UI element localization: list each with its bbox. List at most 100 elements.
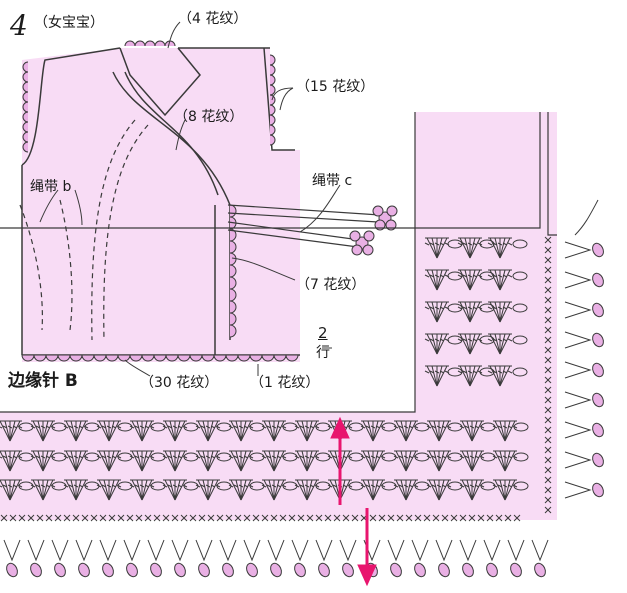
picot-stem bbox=[99, 539, 117, 562]
stitch-fan bbox=[424, 365, 450, 387]
stitch-fan bbox=[393, 420, 419, 442]
stitch-fan bbox=[195, 450, 221, 472]
label-rows-unit: 行 bbox=[316, 345, 330, 361]
single-crochet-x bbox=[450, 514, 458, 522]
tie-c bbox=[227, 204, 381, 248]
stitch-fan bbox=[96, 450, 122, 472]
stitch-fan bbox=[360, 479, 386, 501]
single-crochet-x bbox=[544, 416, 552, 424]
stitch-symbols bbox=[0, 236, 604, 578]
picot-leaf bbox=[390, 562, 402, 578]
single-crochet-x bbox=[234, 514, 242, 522]
label-corner-pattern: （1 花纹） bbox=[250, 375, 320, 391]
picot-leaf bbox=[342, 562, 354, 578]
stitch-fan bbox=[195, 420, 221, 442]
picot-leaf bbox=[592, 452, 604, 468]
stitch-fan bbox=[228, 479, 254, 501]
stitch-fan bbox=[487, 269, 513, 291]
single-crochet-x bbox=[544, 336, 552, 344]
single-crochet-x bbox=[504, 514, 512, 522]
single-crochet-x bbox=[153, 514, 161, 522]
picot-leaf bbox=[592, 242, 604, 258]
single-crochet-x bbox=[387, 514, 395, 522]
picot-stem bbox=[171, 539, 189, 562]
chain-oval bbox=[513, 481, 529, 491]
stitch-fan bbox=[96, 479, 122, 501]
single-crochet-x bbox=[441, 514, 449, 522]
stitch-fan bbox=[459, 450, 485, 472]
single-crochet-x bbox=[414, 514, 422, 522]
label-front-pattern: （8 花纹） bbox=[174, 109, 244, 125]
single-crochet-x bbox=[261, 514, 269, 522]
arrow-up-icon bbox=[330, 416, 350, 505]
single-crochet-x bbox=[544, 446, 552, 454]
stitch-fan bbox=[30, 450, 56, 472]
stitch-fan bbox=[459, 420, 485, 442]
label-tie-b: 绳带 b bbox=[30, 179, 72, 195]
picot-leaf bbox=[150, 562, 162, 578]
single-crochet-x bbox=[324, 514, 332, 522]
chain-oval bbox=[512, 367, 528, 377]
picot-leaf bbox=[438, 562, 450, 578]
single-crochet-x bbox=[162, 514, 170, 522]
single-crochet-x bbox=[81, 514, 89, 522]
picot-leaf bbox=[174, 562, 186, 578]
single-crochet-x bbox=[544, 376, 552, 384]
single-crochet-x bbox=[544, 316, 552, 324]
picot-leaf bbox=[592, 422, 604, 438]
stitch-fan bbox=[294, 479, 320, 501]
arrow-down-icon bbox=[357, 508, 377, 587]
single-crochet-x bbox=[544, 356, 552, 364]
single-crochet-x bbox=[171, 514, 179, 522]
picot-leaf bbox=[78, 562, 90, 578]
chain-oval bbox=[512, 303, 528, 313]
single-crochet-x bbox=[54, 514, 62, 522]
single-crochet-x bbox=[423, 514, 431, 522]
single-crochet-x bbox=[342, 514, 350, 522]
single-crochet-x bbox=[63, 514, 71, 522]
picot-leaf bbox=[270, 562, 282, 578]
picot-stem bbox=[291, 539, 309, 562]
picot-leaf bbox=[592, 332, 604, 348]
chain-oval bbox=[512, 239, 528, 249]
single-crochet-x bbox=[459, 514, 467, 522]
stitch-fan bbox=[393, 450, 419, 472]
single-crochet-x bbox=[544, 476, 552, 484]
figure-variant: （女宝宝） bbox=[34, 15, 104, 31]
label-rows-number: 2 bbox=[318, 324, 328, 342]
chain-oval bbox=[479, 271, 495, 281]
stitch-fan bbox=[294, 420, 320, 442]
single-crochet-x bbox=[544, 406, 552, 414]
picot-leaf bbox=[222, 562, 234, 578]
picot-leaf bbox=[246, 562, 258, 578]
edging-panel bbox=[0, 112, 557, 520]
picot-stem bbox=[564, 331, 592, 349]
single-crochet-x bbox=[135, 514, 143, 522]
picot-leaf bbox=[414, 562, 426, 578]
single-crochet-x bbox=[0, 514, 8, 522]
single-crochet-x bbox=[27, 514, 35, 522]
picot-leaf bbox=[510, 562, 522, 578]
picot-stem bbox=[483, 539, 501, 562]
stitch-fan bbox=[261, 479, 287, 501]
chain-oval bbox=[447, 335, 463, 345]
vest-dashed-lines bbox=[19, 119, 149, 341]
single-crochet-x bbox=[36, 514, 44, 522]
single-crochet-x bbox=[72, 514, 80, 522]
edging-title: 边缘针 B bbox=[8, 371, 78, 391]
single-crochet-x bbox=[544, 326, 552, 334]
single-crochet-x bbox=[544, 276, 552, 284]
single-crochet-x bbox=[315, 514, 323, 522]
stitch-fan bbox=[63, 420, 89, 442]
picot-stem bbox=[267, 539, 285, 562]
stitch-fan bbox=[195, 479, 221, 501]
picot-leaf bbox=[592, 272, 604, 288]
picot-stem bbox=[75, 539, 93, 562]
chain-oval bbox=[512, 271, 528, 281]
chain-oval bbox=[447, 271, 463, 281]
single-crochet-x bbox=[468, 514, 476, 522]
single-crochet-x bbox=[189, 514, 197, 522]
chain-oval bbox=[479, 303, 495, 313]
picot-stem bbox=[531, 539, 549, 562]
stitch-fan bbox=[96, 420, 122, 442]
